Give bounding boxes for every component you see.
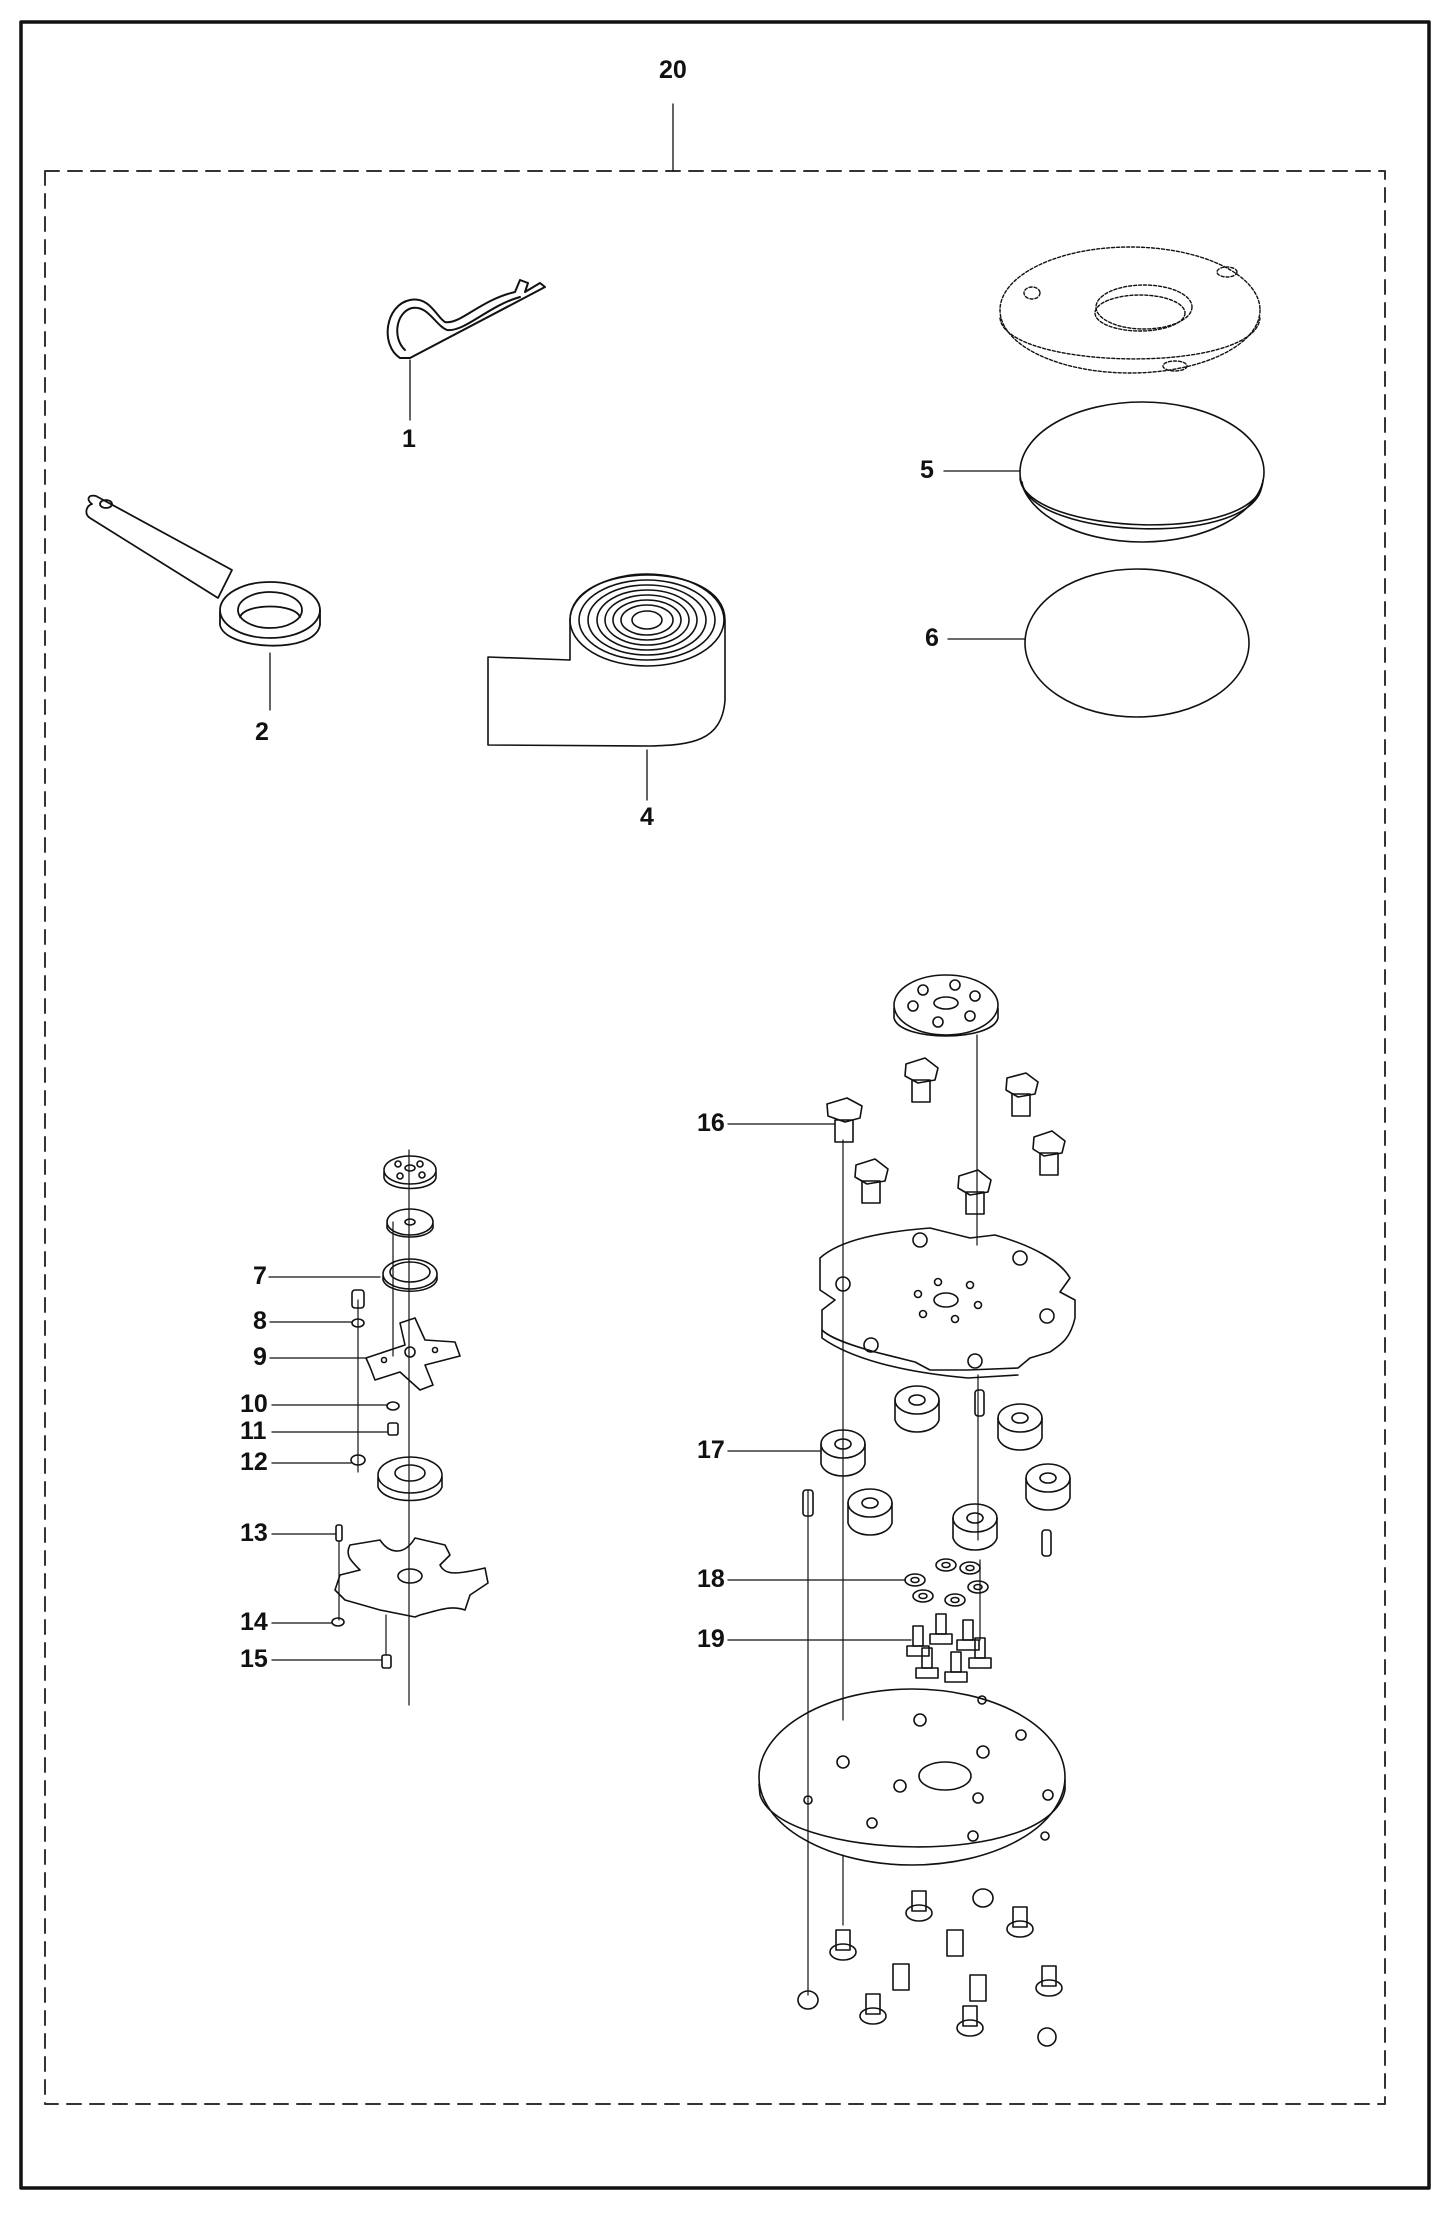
- part-5-disc-pad: [1019, 401, 1265, 543]
- callout-9: 9: [253, 1343, 267, 1371]
- callout-20: 20: [659, 56, 687, 84]
- callout-7: 7: [253, 1262, 267, 1290]
- t-bolts: [826, 1057, 1066, 1215]
- callout-11: 11: [240, 1417, 267, 1445]
- left-leaders: [268, 1276, 388, 1661]
- callout-12: 12: [240, 1448, 268, 1476]
- callout-10: 10: [240, 1390, 268, 1418]
- callout-1: 1: [402, 425, 416, 453]
- washers: [904, 1558, 989, 1607]
- right-assembly: [758, 974, 1076, 2047]
- callout-13: 13: [240, 1519, 268, 1547]
- callout-14: 14: [240, 1608, 268, 1636]
- part-top-disc: [999, 246, 1261, 374]
- rubber-spacers: [820, 1385, 1071, 1551]
- part-2-eye-pin: [85, 494, 321, 711]
- callout-16: 16: [697, 1109, 725, 1137]
- bottom-screws: [797, 1888, 1063, 2047]
- callout-8: 8: [253, 1307, 267, 1335]
- outer-frame: [19, 20, 1431, 2190]
- callout-18: 18: [697, 1565, 725, 1593]
- hex-bolts: [906, 1613, 992, 1683]
- left-assembly: [331, 1149, 489, 1706]
- part-4-tape-roll: [487, 573, 726, 801]
- part-6-disc-sheet: [1024, 568, 1250, 718]
- callout-17: 17: [697, 1436, 725, 1464]
- part-1-hairpin-pin: [386, 279, 546, 421]
- callout-15: 15: [240, 1645, 268, 1673]
- callout-19: 19: [697, 1625, 725, 1653]
- kit-boundary: [44, 170, 1386, 2105]
- callout-5: 5: [920, 456, 934, 484]
- callout-6: 6: [925, 624, 939, 652]
- callout-2: 2: [255, 718, 269, 746]
- callout-4: 4: [640, 803, 654, 831]
- right-leaders: [727, 1123, 912, 1641]
